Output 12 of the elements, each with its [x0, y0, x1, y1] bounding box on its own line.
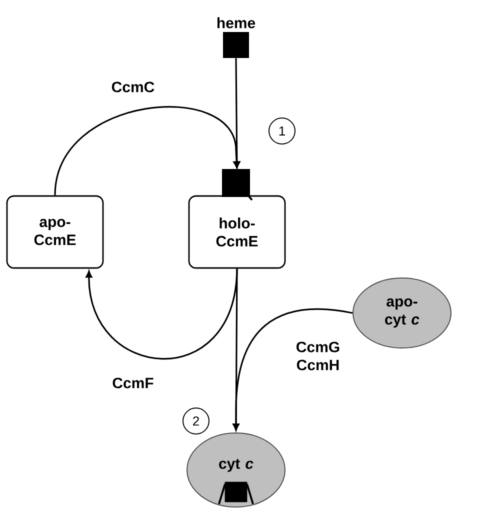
step-number: 1 [268, 118, 296, 144]
step-number: 2 [182, 408, 210, 434]
heme-square: heme [217, 17, 256, 58]
node-label: heme [217, 17, 256, 28]
arrow [54, 106, 240, 196]
protein-box: apo- CcmE [6, 195, 104, 269]
protein-box: holo- CcmE [188, 195, 286, 269]
arrow [86, 268, 238, 360]
edge-label: CcmG CcmH [296, 342, 340, 370]
arrow [232, 308, 353, 430]
edge-label: CcmF [112, 378, 154, 388]
edge-label: CcmC [112, 82, 154, 92]
